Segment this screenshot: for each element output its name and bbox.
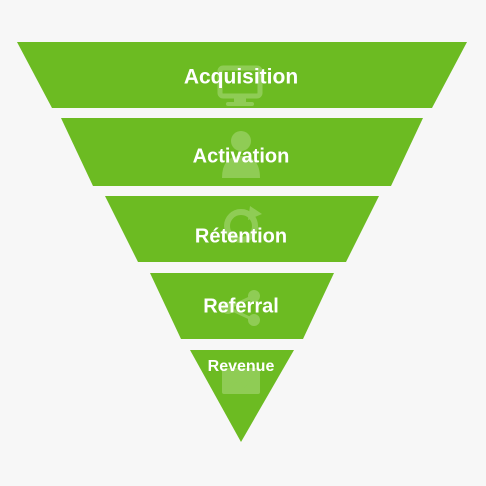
funnel-stage-label: Referral [203, 295, 279, 317]
funnel-stage-revenue: Revenue [190, 350, 294, 442]
funnel-stage-referral: Referral [150, 273, 334, 339]
share-icon [222, 290, 260, 326]
funnel-stage-label: Rétention [195, 225, 287, 247]
user-icon [222, 131, 260, 178]
funnel-stage-shape [17, 42, 467, 108]
funnel-stage-shape [105, 196, 379, 262]
funnel-stage-label: Acquisition [184, 66, 298, 89]
funnel-stage-shape [61, 118, 423, 186]
funnel-stage-retention: Rétention [105, 196, 379, 262]
funnel-stage-activation: Activation [61, 118, 423, 186]
funnel-stage-shape [150, 273, 334, 339]
funnel-stage-shape [190, 350, 294, 442]
funnel-stage-label: Revenue [208, 358, 275, 375]
funnel-stage-label: Activation [193, 145, 290, 167]
chart-icon [222, 368, 260, 394]
refresh-icon [224, 206, 262, 243]
monitor-icon [217, 65, 263, 106]
funnel-stage-acquisition: Acquisition [17, 42, 467, 108]
